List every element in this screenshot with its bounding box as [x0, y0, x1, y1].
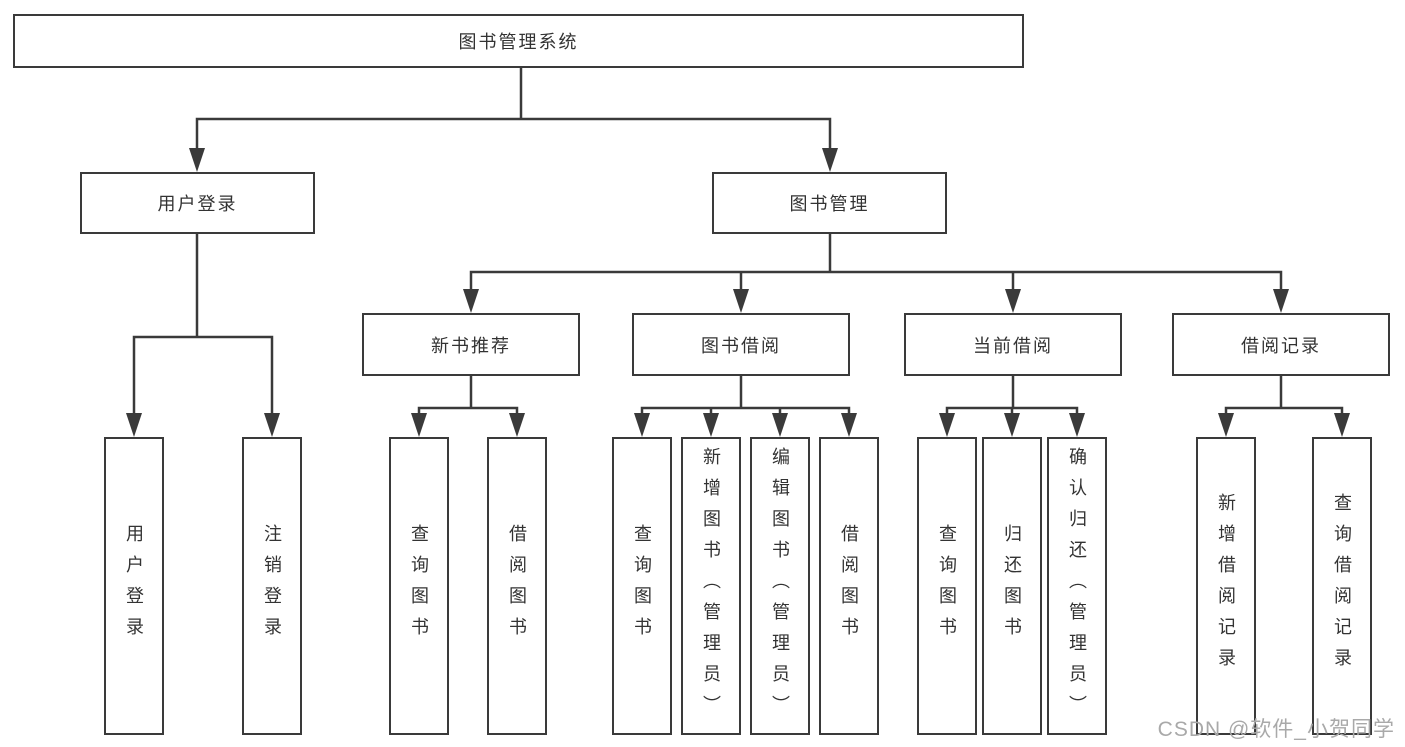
node-user-login: 用户登录 — [80, 172, 315, 234]
arrow-down-icon — [1218, 413, 1234, 437]
node-current-borrow: 当前借阅 — [904, 313, 1122, 376]
node-book-borrow: 图书借阅 — [632, 313, 850, 376]
leaf-records-add-borrow-record-label: 新增借阅记录 — [1216, 493, 1236, 679]
arrow-down-icon — [509, 413, 525, 437]
leaf-borrow-query-books: 查询图书 — [612, 437, 672, 735]
leaf-current-query-books-label: 查询图书 — [937, 524, 957, 648]
arrow-down-icon — [1004, 413, 1020, 437]
leaf-newrec-query-books-label: 查询图书 — [409, 524, 429, 648]
edges-user-login-to-leaves — [126, 232, 280, 437]
leaf-current-query-books: 查询图书 — [917, 437, 977, 735]
edges-borrow-records-to-leaves — [1218, 374, 1350, 437]
node-root: 图书管理系统 — [13, 14, 1024, 68]
edges-new-book-rec-to-leaves — [411, 374, 525, 437]
leaf-records-add-borrow-record: 新增借阅记录 — [1196, 437, 1256, 735]
node-current-borrow-label: 当前借阅 — [973, 335, 1053, 356]
leaf-records-query-borrow-record-label: 查询借阅记录 — [1332, 493, 1352, 679]
arrow-down-icon — [189, 148, 205, 172]
leaf-borrow-add-books-admin-label: 新增图书（管理员） — [701, 446, 721, 726]
leaf-user-login-label: 用户登录 — [124, 524, 144, 648]
leaf-borrow-borrow-books: 借阅图书 — [819, 437, 879, 735]
node-book-mgmt-label: 图书管理 — [789, 194, 870, 214]
leaf-borrow-edit-books-admin: 编辑图书（管理员） — [750, 437, 810, 735]
leaf-current-confirm-return-admin-label: 确认归还（管理员） — [1067, 446, 1087, 726]
leaf-borrow-borrow-books-label: 借阅图书 — [839, 524, 859, 648]
arrow-down-icon — [411, 413, 427, 437]
node-root-label: 图书管理系统 — [458, 32, 579, 52]
leaf-borrow-edit-books-admin-label: 编辑图书（管理员） — [770, 446, 790, 726]
leaf-newrec-borrow-books-label: 借阅图书 — [507, 524, 527, 648]
arrow-down-icon — [772, 413, 788, 437]
leaf-borrow-add-books-admin: 新增图书（管理员） — [681, 437, 741, 735]
node-new-book-rec-label: 新书推荐 — [431, 335, 511, 356]
arrow-down-icon — [733, 289, 749, 313]
arrow-down-icon — [463, 289, 479, 313]
node-book-borrow-label: 图书借阅 — [701, 335, 781, 356]
leaf-records-query-borrow-record: 查询借阅记录 — [1312, 437, 1372, 735]
leaf-current-return-books-label: 归还图书 — [1002, 524, 1022, 648]
leaf-newrec-borrow-books: 借阅图书 — [487, 437, 547, 735]
arrow-down-icon — [126, 413, 142, 437]
csdn-watermark: CSDN @软件_小贺同学 — [1157, 718, 1395, 741]
leaf-current-confirm-return-admin: 确认归还（管理员） — [1047, 437, 1107, 735]
arrow-down-icon — [1069, 413, 1085, 437]
arrow-down-icon — [939, 413, 955, 437]
leaf-logout-login-label: 注销登录 — [262, 524, 282, 648]
node-borrow-records-label: 借阅记录 — [1241, 335, 1321, 356]
node-user-login-label: 用户登录 — [157, 194, 238, 214]
arrow-down-icon — [1334, 413, 1350, 437]
leaf-newrec-query-books: 查询图书 — [389, 437, 449, 735]
arrow-down-icon — [264, 413, 280, 437]
edges-book-mgmt-to-level3 — [463, 232, 1289, 313]
leaf-borrow-query-books-label: 查询图书 — [632, 524, 652, 648]
arrow-down-icon — [1005, 289, 1021, 313]
arrow-down-icon — [1273, 289, 1289, 313]
node-new-book-rec: 新书推荐 — [362, 313, 580, 376]
leaf-logout-login: 注销登录 — [242, 437, 302, 735]
edges-root-to-level2 — [189, 66, 838, 172]
node-book-mgmt: 图书管理 — [712, 172, 947, 234]
leaf-current-return-books: 归还图书 — [982, 437, 1042, 735]
arrow-down-icon — [822, 148, 838, 172]
edges-current-borrow-to-leaves — [939, 374, 1085, 437]
arrow-down-icon — [703, 413, 719, 437]
node-borrow-records: 借阅记录 — [1172, 313, 1390, 376]
arrow-down-icon — [634, 413, 650, 437]
arrow-down-icon — [841, 413, 857, 437]
leaf-user-login: 用户登录 — [104, 437, 164, 735]
edges-book-borrow-to-leaves — [634, 374, 857, 437]
